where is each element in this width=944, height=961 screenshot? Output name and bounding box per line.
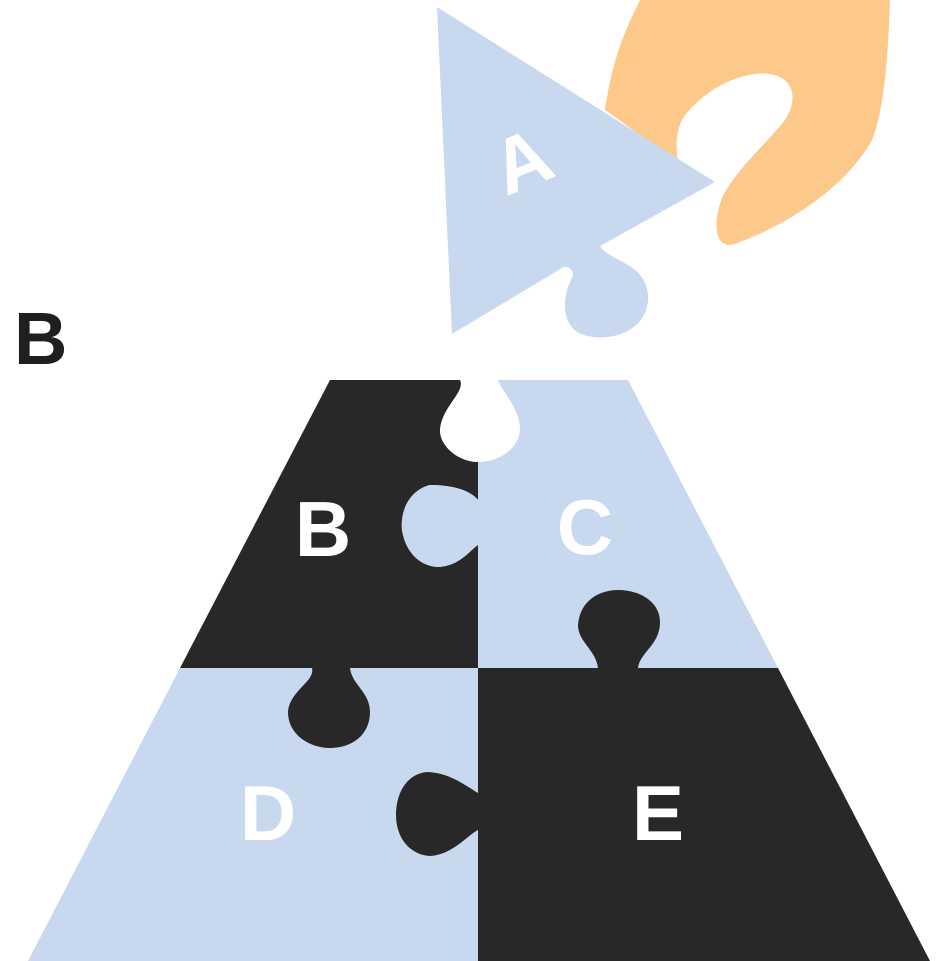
piece-c-label: C <box>557 483 613 571</box>
piece-d: D <box>28 668 478 961</box>
piece-d-label: D <box>240 769 296 857</box>
hand-icon <box>605 0 890 245</box>
piece-e: E <box>396 590 930 961</box>
panel-label: B <box>14 297 67 380</box>
piece-a: A <box>437 7 715 338</box>
piece-b-label: B <box>295 485 351 573</box>
piece-e-label: E <box>632 769 684 857</box>
piece-c: C <box>401 380 778 668</box>
piece-b: B <box>180 380 478 668</box>
piece-b-tab <box>288 668 370 748</box>
piece-a-slot <box>440 380 520 462</box>
